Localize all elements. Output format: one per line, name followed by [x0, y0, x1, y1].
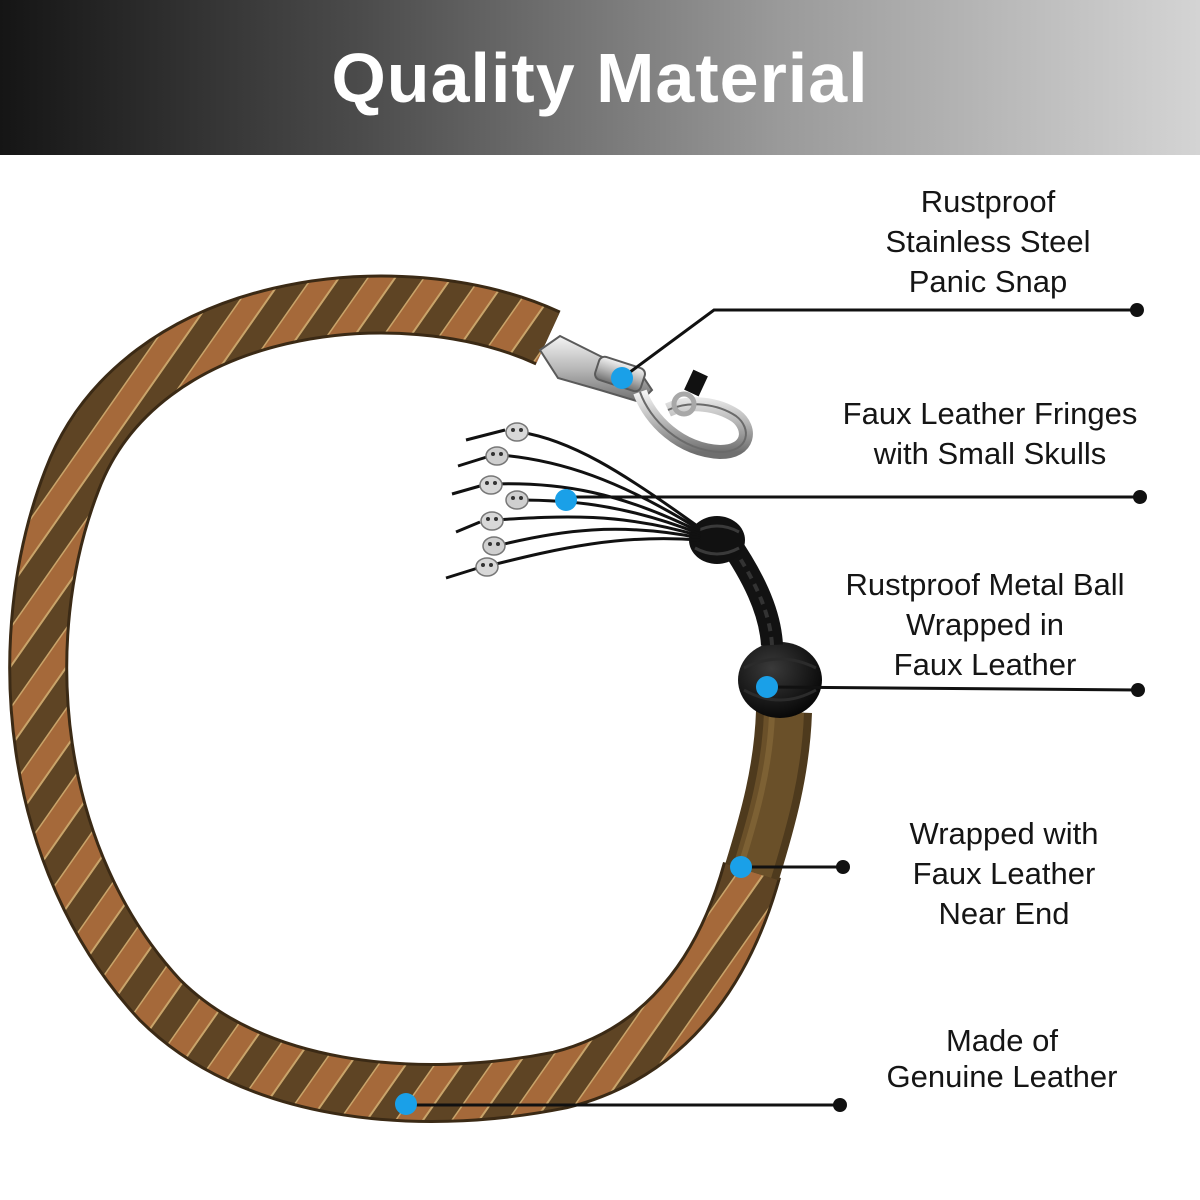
callout-panic-snap: Rustproof Stainless Steel Panic Snap	[868, 182, 1108, 302]
callout-line: Faux Leather Fringes	[842, 396, 1138, 431]
marker-dot-metal-ball	[756, 676, 778, 698]
callout-line: Stainless Steel	[885, 224, 1091, 259]
callout-line: Wrapped with	[909, 816, 1099, 851]
marker-dot-wrapped-end	[730, 856, 752, 878]
callout-line: with Small Skulls	[873, 436, 1107, 471]
leader-line-metal-ball	[766, 685, 1139, 692]
callout-line: Genuine Leather	[886, 1059, 1118, 1094]
metal-ball	[738, 642, 822, 718]
wrapped-faux-leather-end	[725, 710, 812, 881]
callout-line: Faux Leather	[893, 647, 1077, 682]
fringes-with-skulls	[445, 428, 701, 580]
marker-dots	[395, 367, 778, 1115]
callout-line: Made of	[945, 1023, 1058, 1058]
callout-line: Near End	[938, 896, 1070, 931]
panic-snap	[538, 334, 753, 460]
callout-fringes: Faux Leather Fringes with Small Skulls	[810, 394, 1170, 474]
leader-end-dots	[833, 303, 1147, 1112]
marker-dot-genuine-leather	[395, 1093, 417, 1115]
callout-line: Panic Snap	[908, 264, 1068, 299]
leader-line-panic-snap	[621, 308, 1137, 380]
header-banner: Quality Material	[0, 0, 1200, 155]
marker-dot-panic-snap	[611, 367, 633, 389]
callout-line: Rustproof Metal Ball	[845, 567, 1125, 602]
leader-lines	[406, 308, 1140, 1107]
marker-dot-fringes	[555, 489, 577, 511]
black-knot-section	[689, 516, 783, 646]
callout-wrapped-end: Wrapped with Faux Leather Near End	[874, 814, 1134, 934]
callout-line: Faux Leather	[912, 856, 1096, 891]
page-title: Quality Material	[331, 38, 869, 117]
braided-leather-body	[8, 274, 781, 1123]
skull-beads	[475, 422, 529, 577]
callout-line: Wrapped in	[906, 607, 1064, 642]
callout-genuine-leather: Made of Genuine Leather	[862, 1023, 1142, 1095]
callout-line: Rustproof	[920, 184, 1056, 219]
callout-metal-ball: Rustproof Metal Ball Wrapped in Faux Lea…	[815, 565, 1155, 685]
